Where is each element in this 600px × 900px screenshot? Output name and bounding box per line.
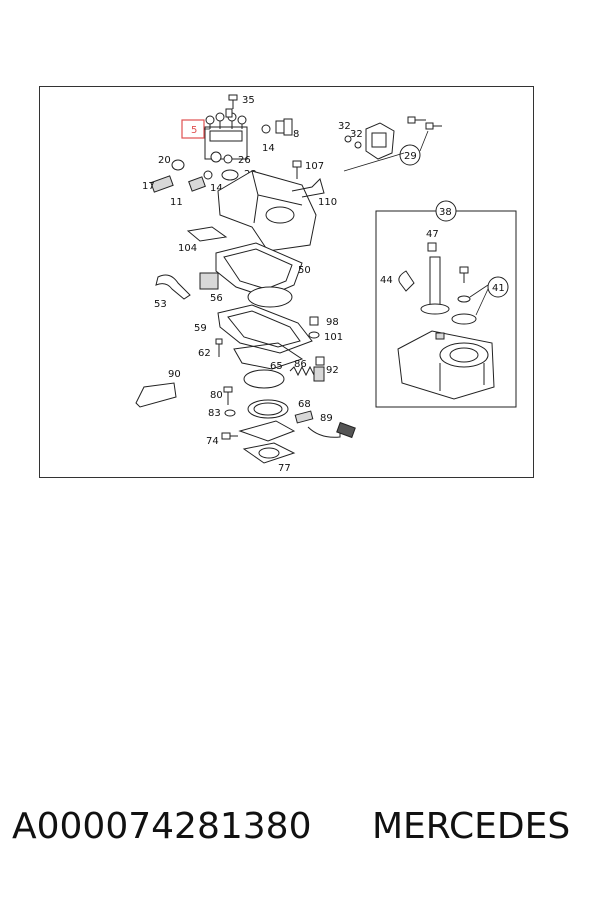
- label-32a: 32: [338, 121, 351, 132]
- label-86: 86: [294, 359, 307, 370]
- brand-name: MERCEDES: [372, 806, 571, 847]
- label-90: 90: [168, 369, 181, 380]
- label-104: 104: [178, 243, 197, 254]
- lower-frame: [233, 342, 304, 370]
- sleeve: [243, 369, 285, 389]
- gasket-59: [217, 304, 313, 354]
- label-68: 68: [298, 399, 311, 410]
- highlight-label: 5: [191, 125, 197, 136]
- boot-56: [199, 272, 219, 290]
- bracket-104: [186, 226, 228, 242]
- label-17: 17: [142, 181, 155, 192]
- bracket-90: [135, 382, 177, 408]
- label-29: 29: [404, 151, 417, 162]
- actuator-29: [344, 116, 442, 160]
- label-8: 8: [293, 129, 299, 140]
- inset-pushrod: [398, 242, 477, 325]
- label-74: 74: [206, 436, 219, 447]
- inset-housing: [397, 330, 495, 400]
- fitting-8: [261, 118, 293, 136]
- label-26: 26: [238, 155, 251, 166]
- callout-41: [487, 276, 509, 298]
- label-77: 77: [278, 463, 291, 474]
- label-47: 47: [426, 229, 439, 240]
- fitting-17: [150, 175, 174, 193]
- label-110: 110: [318, 197, 337, 208]
- callout-29: [399, 144, 421, 166]
- label-50: 50: [298, 265, 311, 276]
- sensor-89: [294, 410, 356, 439]
- screw-35: [228, 94, 238, 109]
- bolt-107: [292, 160, 302, 179]
- callout-38: [435, 200, 457, 222]
- label-98: 98: [326, 317, 339, 328]
- label-35: 35: [242, 95, 255, 106]
- label-32b: 32: [350, 129, 363, 140]
- label-80: 80: [210, 390, 223, 401]
- label-14a: 14: [262, 143, 275, 154]
- fitting-14b: [188, 170, 213, 192]
- upper-housing: [217, 170, 317, 252]
- label-92: 92: [326, 365, 339, 376]
- intake-housing-50: [215, 242, 303, 308]
- hose-53: [155, 274, 191, 300]
- label-56: 56: [210, 293, 223, 304]
- label-83: 83: [208, 408, 221, 419]
- label-38: 38: [439, 207, 452, 218]
- label-101: 101: [324, 332, 343, 343]
- label-89: 89: [320, 413, 333, 424]
- gasket-77: [242, 442, 296, 464]
- part-number: A000074281380: [12, 806, 312, 847]
- spring-65: [289, 365, 315, 377]
- label-20: 20: [158, 155, 171, 166]
- parts-diagram: 5 35 8 14 107 26 23 20 17 14 11: [39, 86, 534, 478]
- label-41: 41: [492, 283, 505, 294]
- label-14b: 14: [210, 183, 223, 194]
- label-65: 65: [270, 361, 283, 372]
- label-11: 11: [170, 197, 183, 208]
- label-44: 44: [380, 275, 393, 286]
- exploded-view-drawing: 5 35 8 14 107 26 23 20 17 14 11: [135, 94, 517, 474]
- bracket-110: [291, 178, 325, 198]
- fuel-distributor: [204, 108, 248, 163]
- label-53: 53: [154, 299, 167, 310]
- throttle-body: [238, 399, 296, 442]
- label-107: 107: [305, 161, 324, 172]
- label-62: 62: [198, 348, 211, 359]
- label-59: 59: [194, 323, 207, 334]
